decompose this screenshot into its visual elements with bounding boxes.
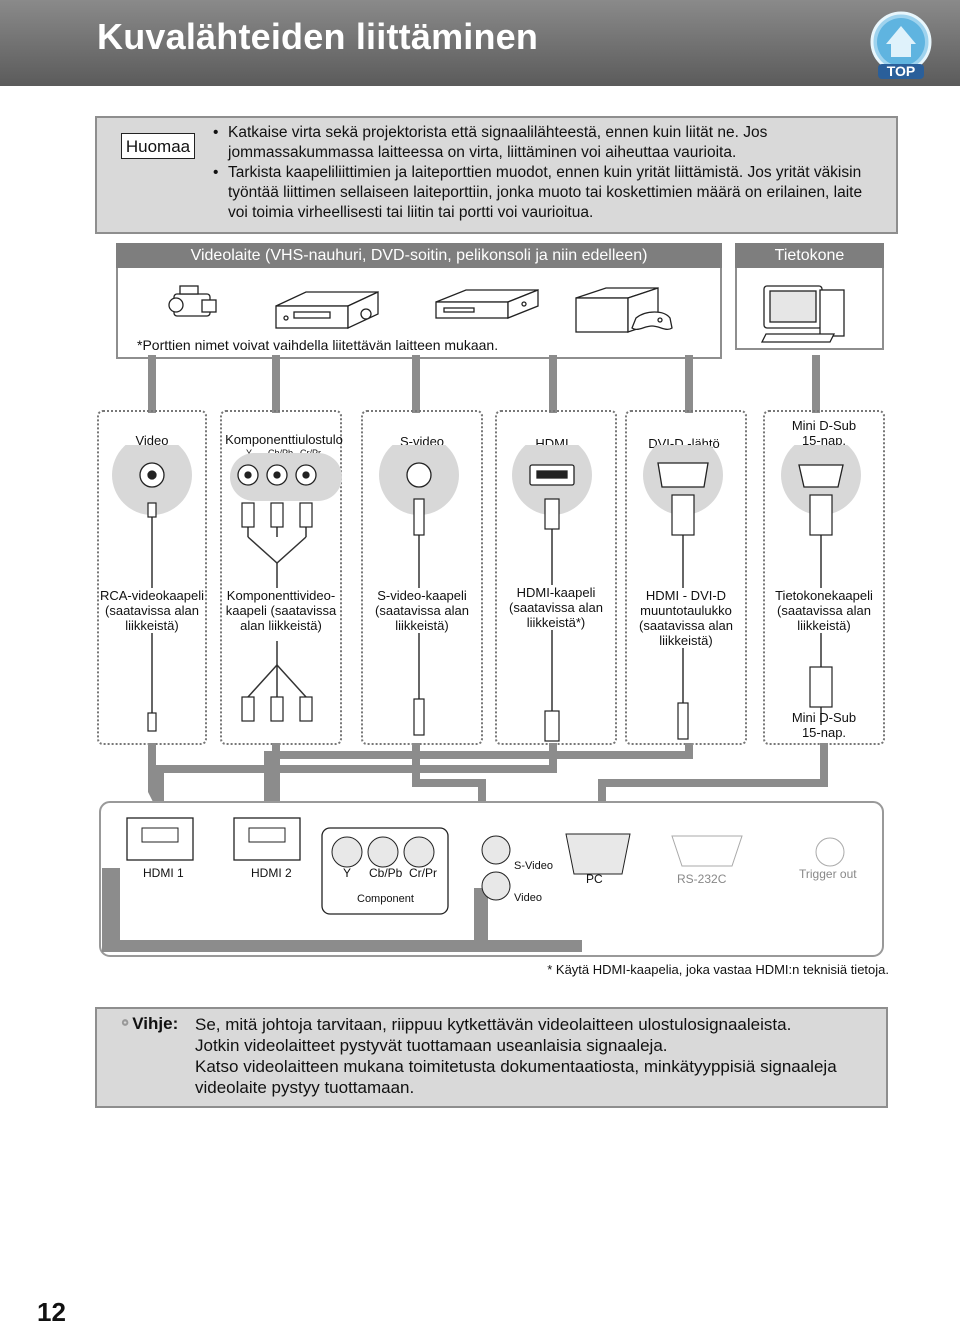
tip-label: ⚬Vihje: bbox=[118, 1014, 179, 1033]
hdmi-footnote: * Käytä HDMI-kaapelia, joka vastaa HDMI:… bbox=[547, 962, 889, 977]
component-cb-port-icon bbox=[367, 836, 399, 868]
top-label: TOP bbox=[887, 63, 916, 79]
port-title-minidsub: Mini D-Sub 15-nap. bbox=[791, 418, 857, 448]
cables-illustration bbox=[112, 445, 861, 742]
svideo-plug-icon bbox=[413, 498, 425, 536]
page-number: 12 bbox=[37, 1297, 66, 1327]
note-list: Katkaise virta sekä projektorista että s… bbox=[213, 123, 868, 223]
keyboard-icon bbox=[760, 333, 836, 343]
hdmi1-label: HDMI 1 bbox=[143, 866, 184, 880]
component-label: Component bbox=[357, 893, 414, 905]
trigger-port-label: Trigger out bbox=[799, 867, 857, 881]
cable-label-component: Komponenttivideo-kaapeli (saatavissa ala… bbox=[222, 588, 340, 633]
tip-line-3: Katso videolaitteen mukana toimitetusta … bbox=[195, 1057, 837, 1097]
tip-text: Se, mitä johtoja tarvitaan, riippuu kytk… bbox=[195, 1014, 880, 1098]
video-port-label: Video bbox=[514, 892, 542, 904]
component-crpr-port-label: Cr/Pr bbox=[409, 866, 437, 880]
home-icon bbox=[886, 26, 916, 44]
component-y-port-label: Y bbox=[343, 866, 352, 880]
column-component bbox=[220, 410, 342, 745]
port-title-component: Komponenttiulostulo bbox=[225, 432, 343, 447]
projector-panel bbox=[99, 801, 884, 957]
rs232c-port-icon bbox=[671, 835, 743, 867]
component-y-label: Y bbox=[246, 448, 253, 458]
top-button[interactable]: TOP bbox=[868, 10, 934, 80]
bottom-label-minidsub: Mini D-Sub 15-nap. bbox=[791, 710, 857, 740]
dvd-player-icon bbox=[435, 289, 539, 319]
vga-plug-icon bbox=[809, 494, 833, 536]
device-note: *Porttien nimet voivat vaihdella liitett… bbox=[137, 337, 499, 353]
tip-box bbox=[95, 1007, 888, 1108]
rca-plug-bottom-icon bbox=[147, 712, 157, 732]
trigger-port-icon bbox=[815, 837, 845, 867]
video-devices-illustration bbox=[168, 285, 673, 333]
tip-line-1: Se, mitä johtoja tarvitaan, riippuu kytk… bbox=[195, 1015, 792, 1034]
camcorder-icon bbox=[168, 285, 217, 317]
video-port-icon bbox=[481, 871, 511, 901]
component-y-port-icon bbox=[331, 836, 363, 868]
svideo-port-icon bbox=[481, 835, 511, 865]
note-label: Huomaa bbox=[121, 133, 195, 159]
rs232c-port-label: RS-232C bbox=[677, 872, 727, 886]
svideo-port-label: S-Video bbox=[514, 860, 553, 872]
pc-port-icon bbox=[565, 833, 631, 875]
component-cbpb-port-label: Cb/Pb bbox=[369, 866, 403, 880]
svideo-jack-icon bbox=[406, 462, 432, 488]
vcr-icon bbox=[275, 290, 379, 330]
page-title: Kuvalähteiden liittäminen bbox=[97, 16, 539, 57]
component-cr-port-icon bbox=[403, 836, 435, 868]
tower-icon bbox=[819, 289, 845, 337]
rca-plug-icon bbox=[147, 502, 157, 518]
game-console-icon bbox=[575, 287, 673, 333]
cable-label-svideo: S-video-kaapeli (saatavissa alan liikkei… bbox=[363, 588, 481, 633]
column-svideo bbox=[361, 410, 483, 745]
source-connectors bbox=[148, 355, 820, 413]
cable-label-rca: RCA-videokaapeli (saatavissa alan liikke… bbox=[99, 588, 205, 633]
page-header bbox=[0, 0, 960, 86]
note-bullet-2: Tarkista kaapeliliittimien ja laiteportt… bbox=[213, 163, 868, 223]
dvi-plug-icon bbox=[671, 494, 695, 536]
note-bullet-1: Katkaise virta sekä projektorista että s… bbox=[213, 123, 868, 163]
lightbulb-icon: ⚬ bbox=[118, 1014, 133, 1033]
cable-label-vga: Tietokonekaapeli (saatavissa alan liikke… bbox=[765, 588, 883, 633]
hdmi2-label: HDMI 2 bbox=[251, 866, 292, 880]
hdmi-plug-icon bbox=[544, 498, 560, 530]
pc-port-label: PC bbox=[586, 872, 603, 886]
computer-heading: Tietokone bbox=[735, 243, 884, 268]
cable-label-dvi: HDMI - DVI-D muuntotaulukko (saatavissa … bbox=[627, 588, 745, 648]
vga-jack-icon bbox=[798, 464, 844, 488]
cable-label-hdmi: HDMI-kaapeli (saatavissa alan liikkeistä… bbox=[497, 585, 615, 630]
video-devices-heading: Videolaite (VHS-nauhuri, DVD-soitin, pel… bbox=[116, 243, 722, 268]
tip-line-2: Jotkin videolaitteet pystyvät tuottamaan… bbox=[195, 1036, 668, 1055]
computer-illustration bbox=[760, 285, 845, 343]
dvi-jack-icon bbox=[657, 462, 709, 488]
